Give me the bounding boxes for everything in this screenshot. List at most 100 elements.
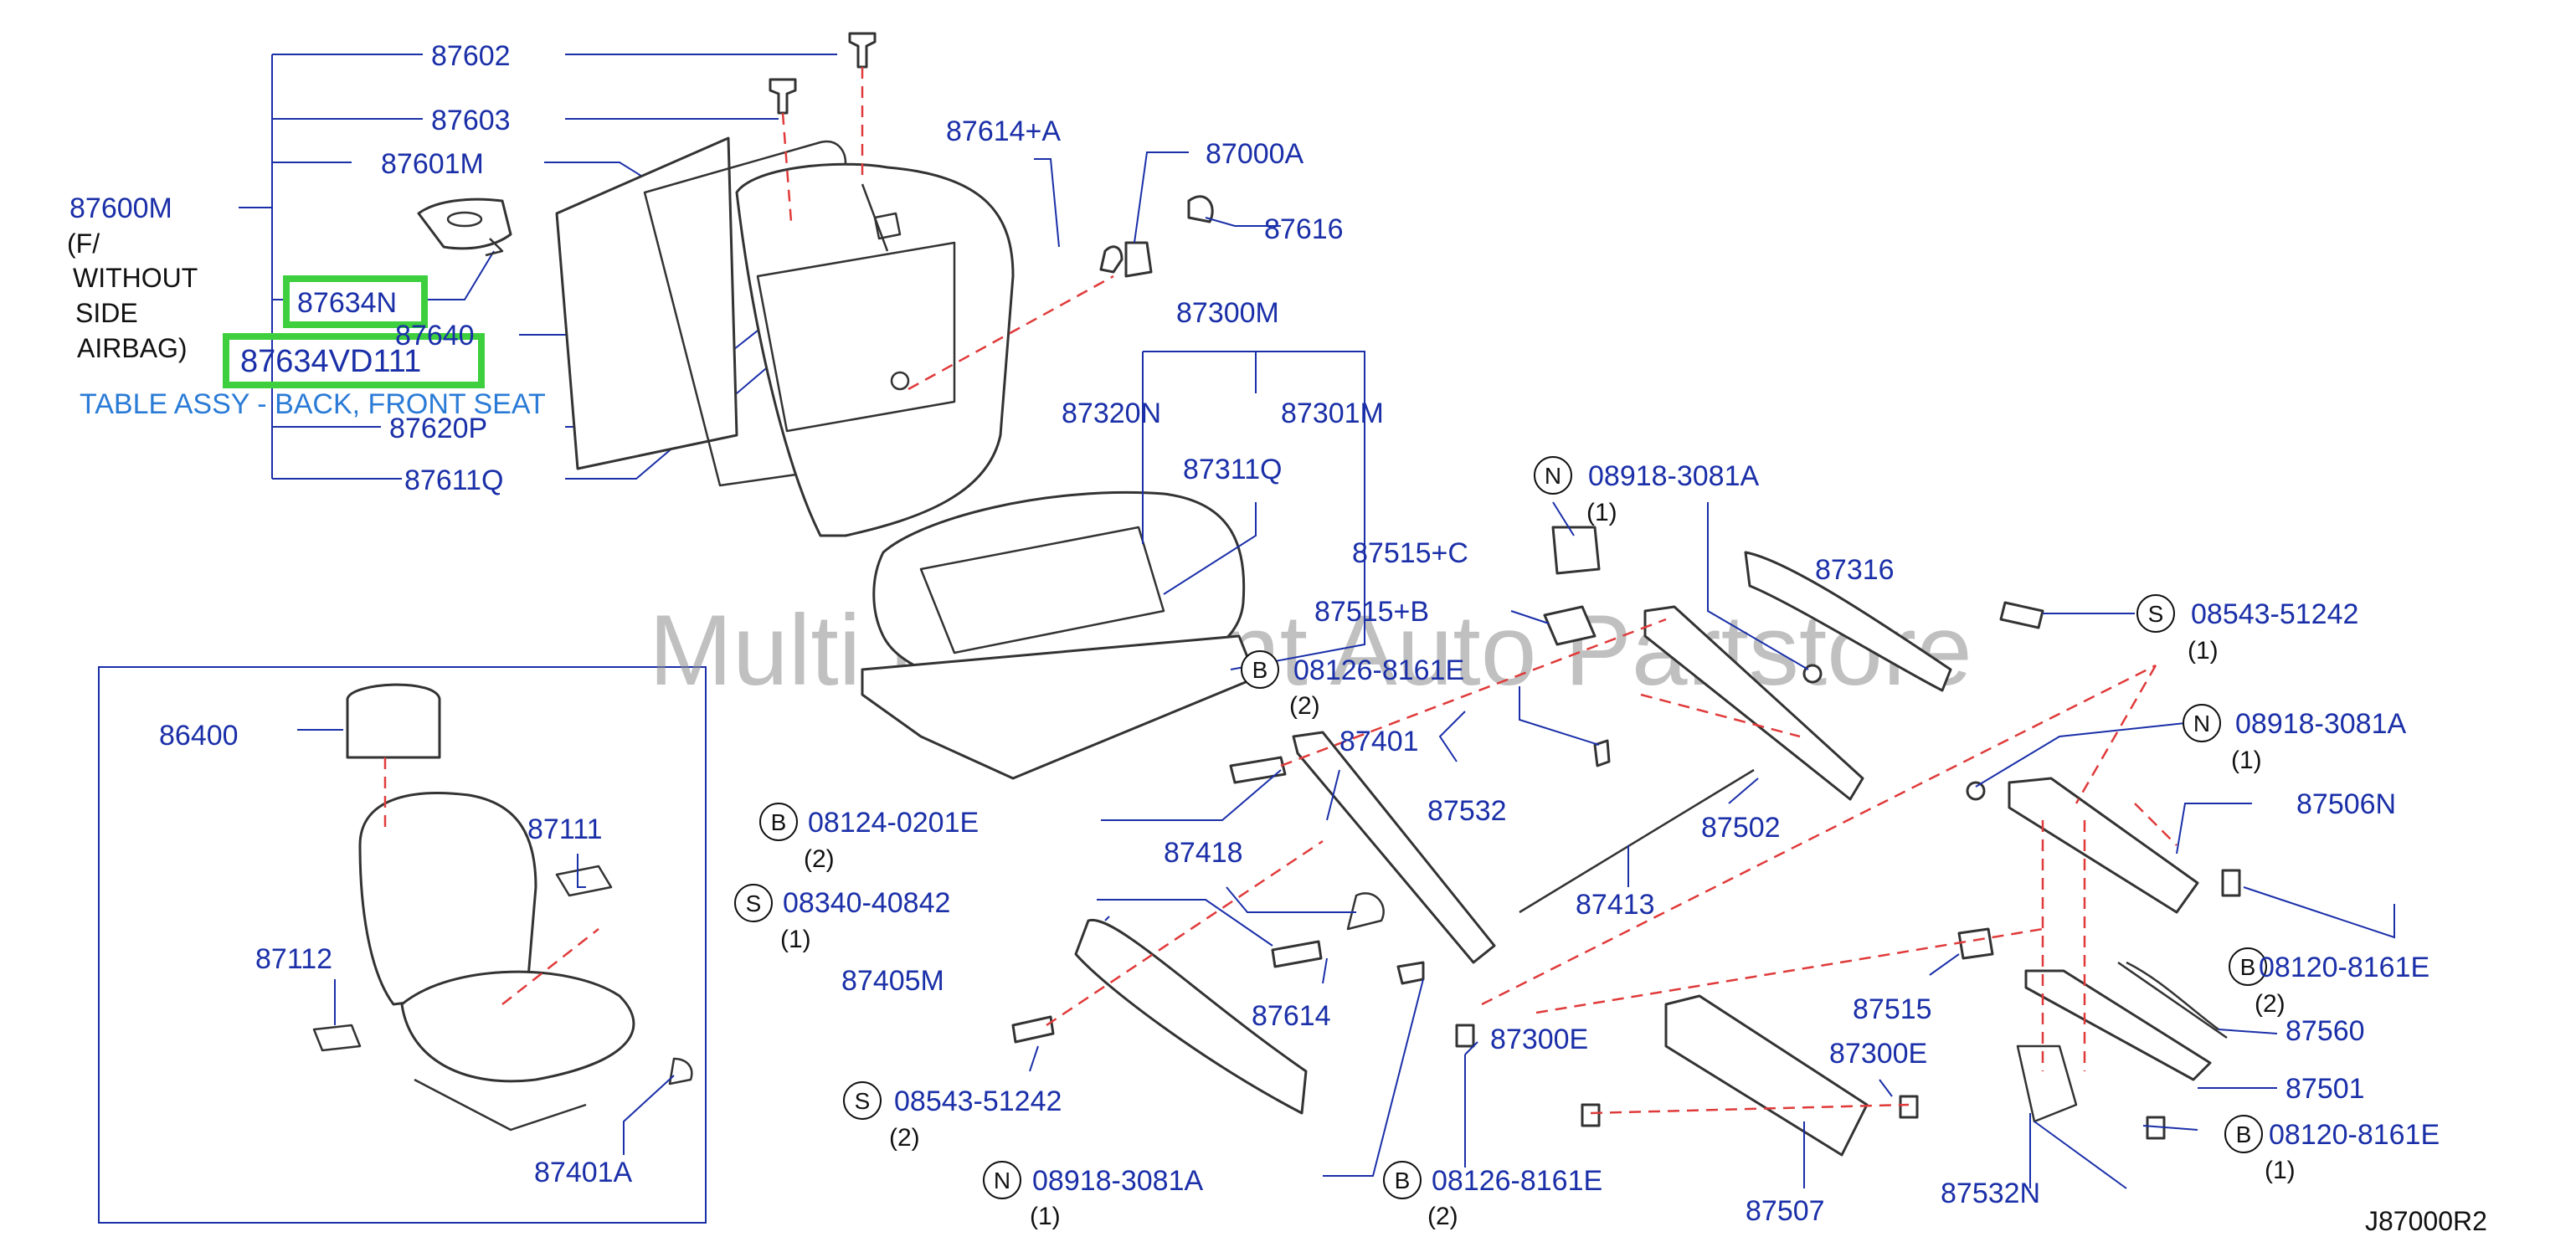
part-87300E-b[interactable]: 87300E bbox=[1829, 1038, 1927, 1070]
marker-N-top: N bbox=[1534, 456, 1572, 495]
inset-seat bbox=[312, 683, 693, 1132]
part-87614A[interactable]: 87614+A bbox=[946, 115, 1061, 147]
part-08918-3081A-right[interactable]: 08918-3081A bbox=[2235, 708, 2407, 740]
note-line-4: AIRBAG) bbox=[77, 333, 188, 363]
headrest-guides bbox=[769, 32, 877, 115]
qty-08918-3081A-top: (1) bbox=[1586, 499, 1617, 526]
seat-back-frame bbox=[555, 136, 1015, 537]
part-87603[interactable]: 87603 bbox=[431, 105, 511, 136]
part-87413[interactable]: 87413 bbox=[1576, 889, 1655, 921]
part-87501[interactable]: 87501 bbox=[2285, 1073, 2365, 1105]
part-87634VD111[interactable]: 87634VD111 bbox=[240, 344, 421, 379]
part-08340-40842[interactable]: 08340-40842 bbox=[783, 887, 950, 919]
part-08124-0201E[interactable]: 08124-0201E bbox=[808, 807, 979, 839]
marker-B-08120-mid: B bbox=[2229, 947, 2267, 986]
leader-lines bbox=[297, 151, 2395, 1189]
cushion bbox=[861, 490, 1257, 780]
part-87311Q[interactable]: 87311Q bbox=[1183, 454, 1282, 485]
part-87401[interactable]: 87401 bbox=[1339, 726, 1419, 757]
part-08126-8161E-bot[interactable]: 08126-8161E bbox=[1432, 1165, 1602, 1197]
part-87112[interactable]: 87112 bbox=[255, 943, 332, 975]
part-87601M[interactable]: 87601M bbox=[381, 148, 484, 180]
marker-B-top: B bbox=[1241, 650, 1279, 689]
part-87560[interactable]: 87560 bbox=[2285, 1015, 2365, 1047]
note-line-2: WITHOUT bbox=[73, 263, 198, 293]
table-assy-caption: TABLE ASSY - BACK, FRONT SEAT bbox=[80, 388, 546, 420]
highlight-87634VD111 bbox=[223, 333, 485, 388]
part-87507[interactable]: 87507 bbox=[1746, 1195, 1825, 1227]
svg-text:S: S bbox=[2148, 601, 2164, 627]
qty-08120-8161E-mid: (2) bbox=[2255, 990, 2285, 1018]
svg-text:S: S bbox=[746, 890, 762, 916]
part-87300M[interactable]: 87300M bbox=[1176, 297, 1279, 329]
svg-text:N: N bbox=[1545, 463, 1561, 489]
part-87405M[interactable]: 87405M bbox=[841, 965, 944, 997]
part-87611Q[interactable]: 87611Q bbox=[404, 464, 503, 496]
qty-08543-51242-left: (2) bbox=[889, 1124, 920, 1152]
svg-text:B: B bbox=[1252, 657, 1268, 683]
part-87301M[interactable]: 87301M bbox=[1281, 398, 1384, 429]
svg-text:N: N bbox=[2193, 711, 2210, 736]
marker-B-08124: B bbox=[759, 803, 798, 841]
part-87634N[interactable]: 87634N bbox=[297, 287, 397, 319]
part-87515C[interactable]: 87515+C bbox=[1352, 537, 1468, 569]
qty-08126-8161E-top: (2) bbox=[1289, 692, 1320, 720]
rail-assy-right bbox=[1519, 551, 2228, 1123]
part-08120-8161E-mid[interactable]: 08120-8161E bbox=[2259, 952, 2429, 983]
svg-text:B: B bbox=[2236, 1121, 2252, 1147]
part-87418[interactable]: 87418 bbox=[1164, 837, 1243, 869]
part-87640[interactable]: 87640 bbox=[395, 320, 475, 352]
part-87532N[interactable]: 87532N bbox=[1941, 1178, 2040, 1209]
marker-S-08543-left: S bbox=[843, 1081, 882, 1120]
qty-08918-3081A-bot: (1) bbox=[1030, 1203, 1061, 1230]
part-87000A[interactable]: 87000A bbox=[1206, 138, 1304, 170]
part-87600M[interactable]: 87600M bbox=[69, 192, 172, 224]
qty-08543-51242-right: (1) bbox=[2188, 637, 2219, 665]
part-08543-51242-right[interactable]: 08543-51242 bbox=[2191, 598, 2358, 630]
diagram-code: J87000R2 bbox=[2365, 1206, 2487, 1236]
small-hardware bbox=[1011, 195, 2241, 1140]
part-87616[interactable]: 87616 bbox=[1264, 213, 1344, 245]
svg-text:N: N bbox=[994, 1168, 1010, 1193]
note-line-1: (F/ bbox=[67, 228, 100, 259]
svg-text:B: B bbox=[2240, 954, 2256, 980]
part-08543-51242-left[interactable]: 08543-51242 bbox=[894, 1085, 1062, 1117]
qty-08120-8161E-bot: (1) bbox=[2265, 1157, 2296, 1184]
svg-text:B: B bbox=[1395, 1168, 1411, 1193]
marker-N-bot: N bbox=[983, 1161, 1021, 1199]
marker-B-08126-bot: B bbox=[1383, 1161, 1422, 1199]
part-87614[interactable]: 87614 bbox=[1252, 1000, 1331, 1032]
highlight-87634N bbox=[283, 275, 428, 328]
part-87620P[interactable]: 87620P bbox=[389, 413, 487, 444]
table-assy bbox=[417, 198, 512, 257]
qty-08340-40842: (1) bbox=[780, 926, 811, 953]
part-08120-8161E-bot[interactable]: 08120-8161E bbox=[2269, 1119, 2440, 1151]
part-87111[interactable]: 87111 bbox=[527, 813, 603, 845]
part-87515B[interactable]: 87515+B bbox=[1314, 596, 1429, 628]
watermark: Multi Merchant Auto Partstore bbox=[649, 594, 1972, 706]
qty-08126-8161E-bot: (2) bbox=[1427, 1203, 1458, 1230]
part-87515[interactable]: 87515 bbox=[1853, 993, 1932, 1025]
part-87316[interactable]: 87316 bbox=[1815, 554, 1895, 586]
part-08918-3081A-bot[interactable]: 08918-3081A bbox=[1032, 1165, 1204, 1197]
marker-B-08120-bot: B bbox=[2224, 1115, 2263, 1153]
svg-text:S: S bbox=[855, 1088, 871, 1114]
dashed-connectors bbox=[383, 67, 2178, 1115]
part-87300E-a[interactable]: 87300E bbox=[1490, 1024, 1588, 1055]
part-87506N[interactable]: 87506N bbox=[2296, 788, 2396, 820]
part-87502[interactable]: 87502 bbox=[1701, 812, 1781, 844]
part-87532[interactable]: 87532 bbox=[1427, 795, 1507, 827]
part-08126-8161E-top[interactable]: 08126-8161E bbox=[1293, 654, 1464, 686]
marker-N-right: N bbox=[2183, 704, 2221, 742]
qty-08918-3081A-right: (1) bbox=[2231, 747, 2262, 774]
note-line-3: SIDE bbox=[75, 298, 138, 328]
part-87320N[interactable]: 87320N bbox=[1062, 398, 1161, 429]
marker-S-right: S bbox=[2136, 594, 2175, 633]
qty-08124-0201E: (2) bbox=[804, 845, 835, 873]
part-08918-3081A-top[interactable]: 08918-3081A bbox=[1588, 460, 1760, 492]
part-86400[interactable]: 86400 bbox=[159, 720, 239, 752]
part-87602[interactable]: 87602 bbox=[431, 40, 511, 72]
part-87401A[interactable]: 87401A bbox=[534, 1157, 633, 1188]
inset-box bbox=[98, 666, 707, 1224]
